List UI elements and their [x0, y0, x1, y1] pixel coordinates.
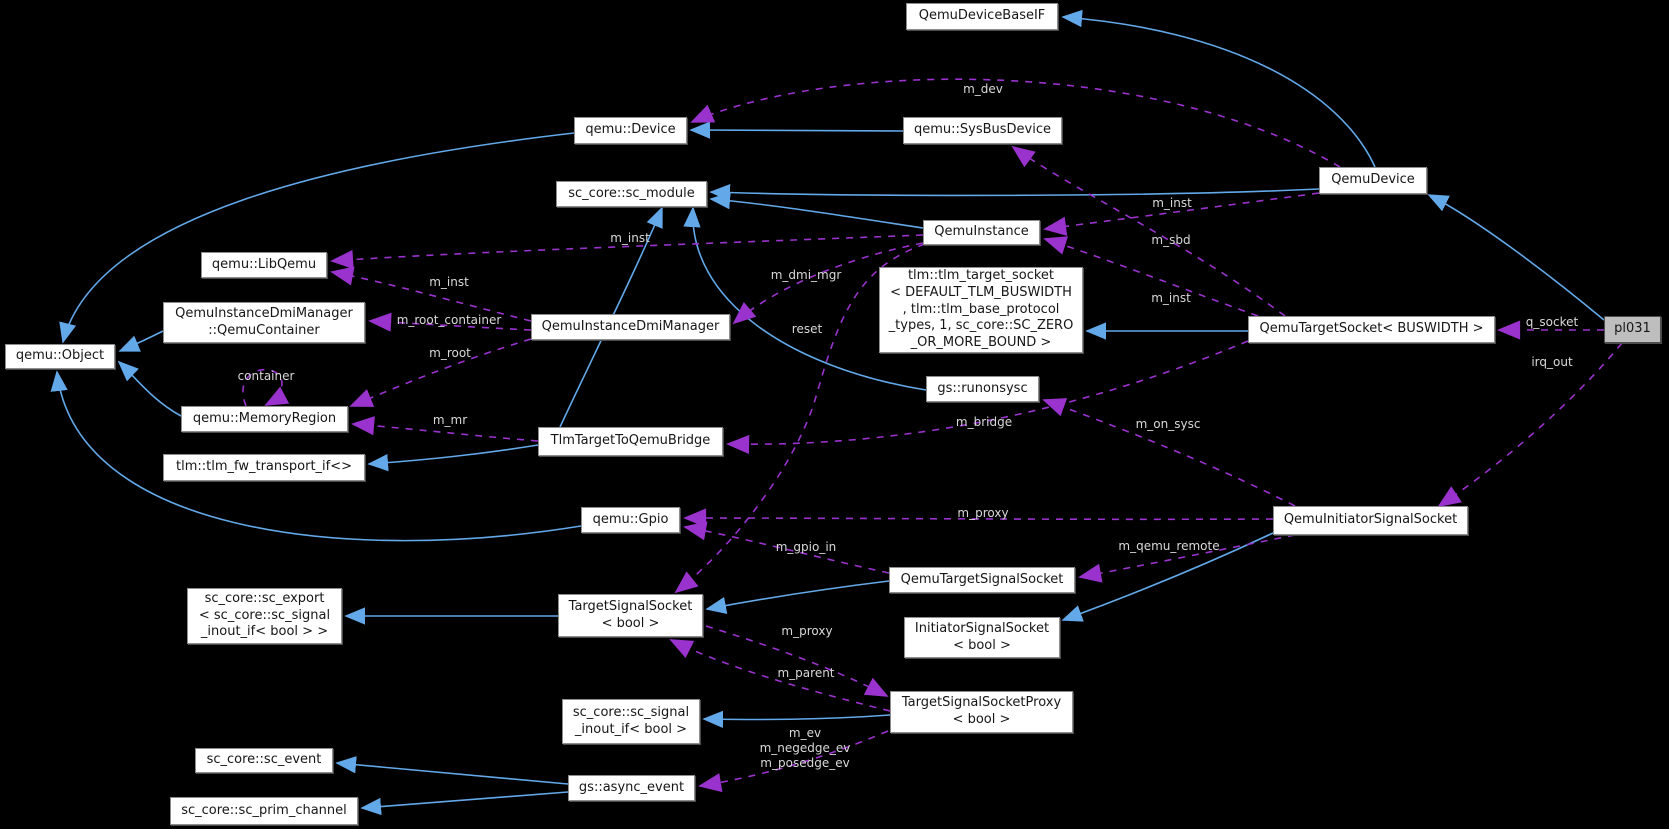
- node-memoryregion[interactable]: qemu::MemoryRegion: [181, 406, 348, 432]
- edge-label-m-qemu-remote: m_qemu_remote: [1118, 539, 1219, 553]
- node-sc-event[interactable]: sc_core::sc_event: [195, 748, 333, 773]
- edge-label-m-proxy: m_proxy: [957, 506, 1008, 520]
- edge-label-q-socket: q_socket: [1526, 315, 1579, 329]
- edge-m-root: [349, 338, 532, 407]
- edge-qemuinitiatorsignalsocket-initiatorsignalsocket: [1061, 532, 1274, 622]
- node-qemuinstance[interactable]: QemuInstance: [923, 220, 1040, 245]
- node-initiatorsignalsocket[interactable]: InitiatorSignalSocket < bool >: [904, 617, 1060, 658]
- node-sc-prim-channel[interactable]: sc_core::sc_prim_channel: [170, 797, 358, 825]
- edge-m-gpio-in: [683, 521, 890, 574]
- edge-qemutargetsignalsocket-targetsignalsocket: [705, 580, 890, 615]
- edge-container-selfloop: [242, 368, 290, 407]
- node-targetsignalsocketproxy[interactable]: TargetSignalSocketProxy < bool >: [890, 691, 1073, 733]
- node-qemudevice[interactable]: QemuDevice: [1319, 167, 1427, 194]
- edge-m-dmi-mgr: [732, 242, 924, 325]
- edge-m-proxy-gpio: [683, 508, 1274, 528]
- node-qemu-gpio[interactable]: qemu::Gpio: [581, 507, 680, 533]
- edge-m-proxy-proxy: [705, 625, 889, 697]
- node-qemucontainer[interactable]: QemuInstanceDmiManager ::QemuContainer: [163, 302, 365, 343]
- edge-device-object: [59, 132, 575, 344]
- node-sc-export[interactable]: sc_core::sc_export < sc_core::sc_signal …: [187, 588, 342, 644]
- node-qemu-sysbusdevice[interactable]: qemu::SysBusDevice: [903, 117, 1062, 144]
- node-targetsignalsocket[interactable]: TargetSignalSocket < bool >: [558, 594, 703, 637]
- edge-m-root-container: [368, 312, 532, 332]
- edge-m-sbd: [1011, 145, 1286, 317]
- edge-label-m-ev: m_ev: [789, 726, 821, 740]
- edge-container-object: [118, 330, 164, 352]
- edge-sysbusdevice-device: [689, 121, 904, 139]
- edge-label-m-inst: m_inst: [429, 275, 469, 289]
- edge-label-m-inst: m_inst: [1152, 196, 1192, 210]
- edge-label-m-root-container: m_root_container: [397, 313, 502, 327]
- node-tlmtargettoqemubridge[interactable]: TlmTargetToQemuBridge: [538, 427, 723, 456]
- edge-memoryregion-object: [117, 360, 182, 417]
- node-tlm-fw-transport-if[interactable]: tlm::tlm_fw_transport_if<>: [163, 454, 365, 481]
- edge-m-ev: [698, 730, 889, 793]
- edge-label-m-gpio-in: m_gpio_in: [776, 540, 837, 554]
- edge-gpio-object: [50, 370, 582, 542]
- edge-asyncevent-scevent: [335, 756, 569, 785]
- edge-qemudevice-scmodule: [709, 183, 1320, 202]
- edge-m-inst-qemuinstance-libqemu: [330, 234, 924, 270]
- node-qemutargetsignalsocket[interactable]: QemuTargetSignalSocket: [889, 567, 1075, 593]
- node-runonsysc[interactable]: gs::runonsysc: [926, 376, 1039, 402]
- edge-label-container: container: [238, 369, 295, 383]
- node-libqemu[interactable]: qemu::LibQemu: [201, 252, 327, 278]
- edge-qemudevice-qemudevicebaseif: [1061, 9, 1376, 168]
- edge-qemuinstance-scmodule: [709, 191, 924, 229]
- edge-label-m-dmi-mgr: m_dmi_mgr: [771, 268, 842, 282]
- node-qemu-device-base-if[interactable]: QemuDeviceBaseIF: [906, 3, 1058, 30]
- edge-label-m-sbd: m_sbd: [1151, 233, 1190, 247]
- node-sc-signal-inout-if[interactable]: sc_core::sc_signal _inout_if< bool >: [562, 699, 700, 744]
- edge-label-m-proxy: m_proxy: [781, 624, 832, 638]
- edge-label-m-on-sysc: m_on_sysc: [1136, 417, 1201, 431]
- edge-label-m-bridge: m_bridge: [956, 415, 1012, 429]
- node-qemu-device-ns[interactable]: qemu::Device: [574, 117, 687, 144]
- edge-m-on-sysc: [1042, 398, 1296, 507]
- node-sc-module[interactable]: sc_core::sc_module: [556, 181, 707, 207]
- edge-m-dev: [690, 78, 1341, 168]
- edge-m-inst-dmimanager-libqemu: [330, 266, 532, 322]
- edge-bridge-scmodule: [559, 206, 663, 428]
- edge-irq-out: [1437, 342, 1623, 508]
- node-qemuinitiatorsignalsocket[interactable]: QemuInitiatorSignalSocket: [1273, 506, 1468, 535]
- edge-reset: [674, 243, 926, 594]
- edge-label-irq-out: irq_out: [1531, 355, 1573, 369]
- edge-m-inst-qemutargetsocket: [1043, 236, 1259, 317]
- edge-label-m-root: m_root: [429, 346, 471, 360]
- node-pl031: pl031: [1604, 316, 1661, 343]
- edge-label-m-dev: m_dev: [963, 82, 1003, 96]
- edge-proxy-scsignalinoutif: [702, 710, 891, 729]
- edge-asyncevent-scprimchannel: [360, 791, 569, 816]
- node-qemu-object[interactable]: qemu::Object: [5, 344, 115, 369]
- edge-label-m-negedge-ev: m_negedge_ev: [760, 741, 851, 755]
- node-tlm-target-socket[interactable]: tlm::tlm_target_socket < DEFAULT_TLM_BUS…: [879, 267, 1083, 353]
- edge-label-m-posedge-ev: m_posedge_ev: [760, 756, 849, 770]
- edge-label-m-inst: m_inst: [610, 231, 650, 245]
- edge-pl031-qemudevice: [1427, 194, 1605, 321]
- edge-label-m-mr: m_mr: [433, 413, 467, 427]
- edge-label-m-inst: m_inst: [1151, 291, 1191, 305]
- edge-label-m-parent: m_parent: [777, 666, 834, 680]
- edge-m-bridge: [726, 340, 1249, 455]
- edge-bridge-fwtransport: [367, 444, 539, 472]
- edge-m-parent: [669, 639, 891, 712]
- edge-label-reset: reset: [792, 322, 823, 336]
- node-gs-async-event[interactable]: gs::async_event: [568, 775, 695, 801]
- node-qemutargetsocket[interactable]: QemuTargetSocket< BUSWIDTH >: [1248, 316, 1495, 343]
- edge-m-qemu-remote: [1078, 534, 1296, 583]
- node-dmimanager[interactable]: QemuInstanceDmiManager: [531, 314, 730, 340]
